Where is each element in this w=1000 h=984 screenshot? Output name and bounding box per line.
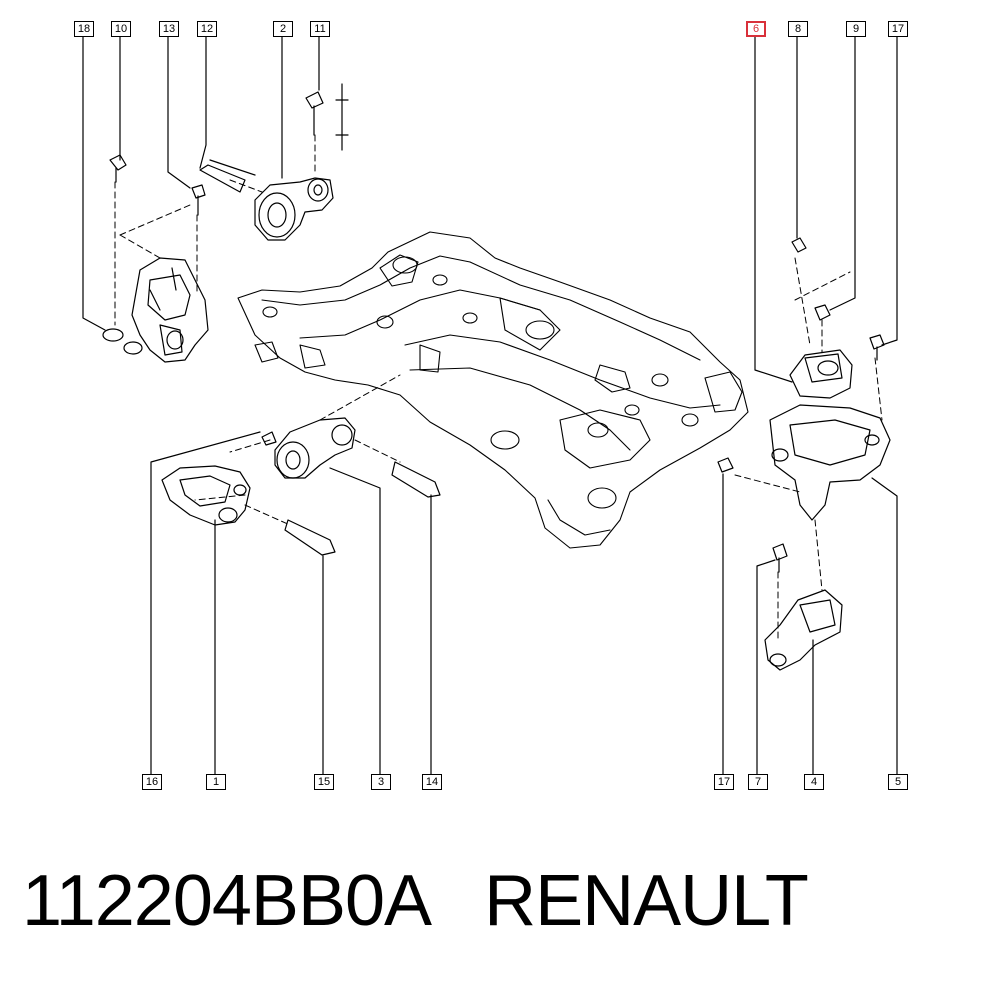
callout-9: 9 [846,21,866,37]
part-caption: 112204BB0A RENAULT [22,858,809,944]
bracket-icon [717,404,891,521]
callout-2: 2 [273,21,293,37]
callout-17-bottom: 17 [714,774,734,790]
left-bracket-icon [102,257,209,363]
callout-4: 4 [804,774,824,790]
lower-torque-rod-icon [274,417,441,498]
brand-name: RENAULT [484,861,809,941]
callout-12: 12 [197,21,217,37]
callout-10: 10 [111,21,131,37]
callout-18: 18 [74,21,94,37]
callout-17-top: 17 [888,21,908,37]
callout-15: 15 [314,774,334,790]
callout-5: 5 [888,774,908,790]
subframe-icon [237,231,749,549]
part-number: 112204BB0A [22,861,428,941]
torque-rod-icon [199,83,349,241]
callout-6-highlighted: 6 [746,21,766,37]
gearbox-mount-icon [764,543,843,671]
callout-13: 13 [159,21,179,37]
bolt-icon [109,154,206,216]
callout-14: 14 [422,774,442,790]
callout-3: 3 [371,774,391,790]
callout-8: 8 [788,21,808,37]
assembly-lines [114,134,883,641]
callout-7: 7 [748,774,768,790]
callout-11: 11 [310,21,330,37]
leader-lines [82,36,898,775]
engine-mount-icon [789,237,885,399]
callout-1: 1 [206,774,226,790]
callout-16: 16 [142,774,162,790]
lower-bracket-icon [161,431,336,556]
